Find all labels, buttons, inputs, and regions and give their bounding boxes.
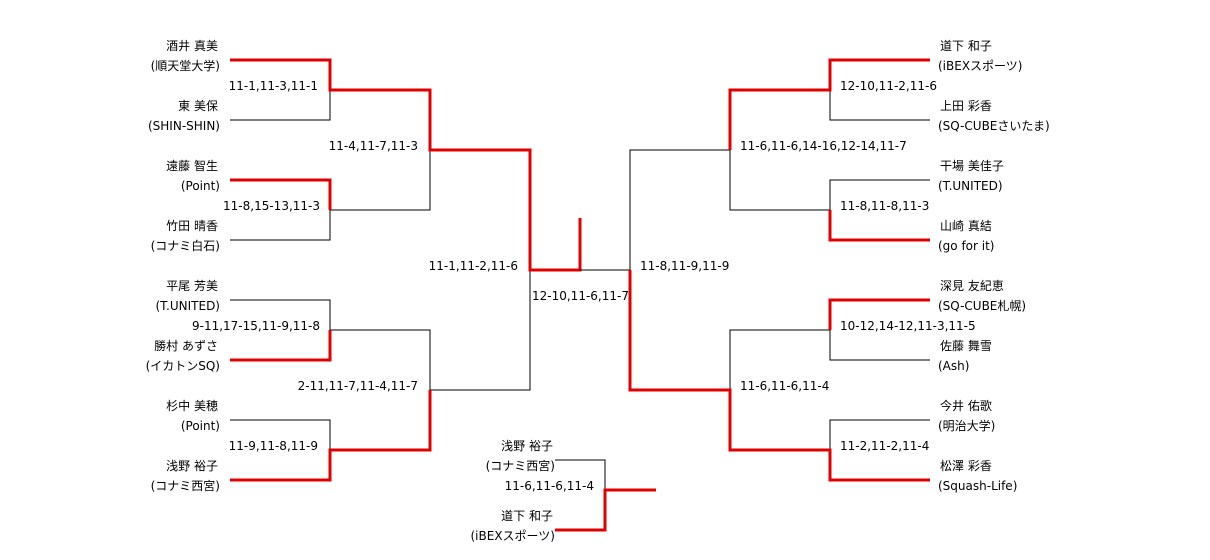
player-club: (SHIN-SHIN) bbox=[148, 119, 220, 133]
match-score: 11-2,11-2,11-4 bbox=[840, 439, 929, 453]
final-score: 12-10,11-6,11-7 bbox=[532, 289, 629, 303]
player-club: (Point) bbox=[181, 179, 220, 193]
player-club: (イカトンSQ) bbox=[146, 359, 220, 373]
player-club: (go for it) bbox=[938, 239, 995, 253]
player-name: 今井 佑歌 bbox=[940, 398, 992, 413]
match-score: 11-1,11-3,11-1 bbox=[229, 79, 318, 93]
match-score: 10-12,14-12,11-3,11-5 bbox=[840, 319, 976, 333]
match-scores-right: 12-10,11-2,11-6 11-8,11-8,11-3 10-12,14-… bbox=[532, 79, 976, 453]
player-name: 山崎 真結 bbox=[940, 219, 992, 233]
player-name: 竹田 晴香 bbox=[166, 219, 218, 233]
player-name: 遠藤 智生 bbox=[166, 158, 218, 173]
player-name: 酒井 真美 bbox=[166, 39, 218, 53]
match-score: 11-8,15-13,11-3 bbox=[223, 199, 320, 213]
winner-path-left bbox=[230, 58, 582, 482]
match-score: 12-10,11-2,11-6 bbox=[840, 79, 937, 93]
player-club: (明治大学) bbox=[938, 418, 995, 433]
bracket-lines-left bbox=[230, 90, 531, 450]
match-scores: 11-1,11-3,11-1 11-8,15-13,11-3 9-11,17-1… bbox=[192, 79, 594, 493]
player-name: 東 美保 bbox=[178, 99, 218, 113]
match-score: 9-11,17-15,11-9,11-8 bbox=[192, 319, 320, 333]
player-name: 浅野 裕子 bbox=[501, 438, 553, 453]
left-players: 酒井 真美 (順天堂大学) 東 美保 (SHIN-SHIN) 遠藤 智生 (Po… bbox=[146, 39, 220, 493]
player-club: (Squash-Life) bbox=[938, 479, 1017, 493]
third-place-lines bbox=[555, 459, 656, 532]
match-score: 11-6,11-6,11-4 bbox=[505, 479, 594, 493]
winner-path-right bbox=[628, 58, 930, 482]
match-score: 11-6,11-6,14-16,12-14,11-7 bbox=[740, 139, 907, 153]
player-club: (T.UNITED) bbox=[155, 299, 220, 313]
match-score: 11-8,11-8,11-3 bbox=[840, 199, 929, 213]
player-name: 浅野 裕子 bbox=[166, 458, 218, 473]
player-name: 松澤 彩香 bbox=[940, 459, 992, 473]
player-name: 深見 友紀恵 bbox=[940, 279, 1004, 293]
player-name: 道下 和子 bbox=[940, 39, 992, 53]
match-score: 2-11,11-7,11-4,11-7 bbox=[298, 379, 418, 393]
player-name: 上田 彩香 bbox=[940, 99, 992, 113]
player-name: 干場 美佳子 bbox=[940, 159, 1004, 173]
match-score: 11-8,11-9,11-9 bbox=[640, 259, 729, 273]
player-club: (iBEXスポーツ) bbox=[938, 59, 1023, 73]
player-club: (Ash) bbox=[938, 359, 969, 373]
player-club: (コナミ西宮) bbox=[486, 458, 555, 473]
player-club: (コナミ西宮) bbox=[151, 478, 220, 493]
player-name: 杉中 美穂 bbox=[166, 398, 218, 413]
player-name: 道下 和子 bbox=[501, 509, 553, 523]
player-club: (iBEXスポーツ) bbox=[471, 529, 556, 543]
player-name: 佐藤 舞雪 bbox=[940, 339, 992, 353]
match-score: 11-1,11-2,11-6 bbox=[429, 259, 518, 273]
match-score: 11-9,11-8,11-9 bbox=[229, 439, 318, 453]
player-club: (順天堂大学) bbox=[151, 58, 220, 73]
player-club: (SQ-CUBEさいたま) bbox=[938, 119, 1050, 133]
player-name: 勝村 あずさ bbox=[154, 338, 218, 353]
third-place-players: 浅野 裕子 (コナミ西宮) 道下 和子 (iBEXスポーツ) bbox=[471, 438, 556, 543]
match-score: 11-6,11-6,11-4 bbox=[740, 379, 829, 393]
player-club: (Point) bbox=[181, 419, 220, 433]
player-name: 平尾 芳美 bbox=[166, 279, 218, 293]
match-score: 11-4,11-7,11-3 bbox=[329, 139, 418, 153]
player-club: (SQ-CUBE札幌) bbox=[938, 298, 1026, 313]
player-club: (T.UNITED) bbox=[938, 179, 1003, 193]
right-players: 道下 和子 (iBEXスポーツ) 上田 彩香 (SQ-CUBEさいたま) 干場 … bbox=[938, 39, 1050, 493]
player-club: (コナミ白石) bbox=[151, 238, 220, 253]
